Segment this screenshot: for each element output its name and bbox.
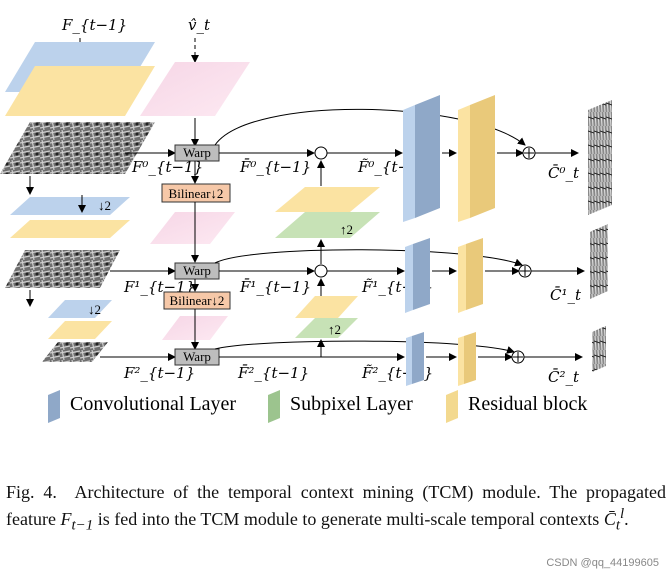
residual-block-l2	[464, 332, 476, 384]
caption-c-sup: l	[620, 506, 625, 522]
c-label-l2: C̄²_t	[548, 368, 580, 386]
conv-layer-l1	[413, 238, 430, 310]
feature-map-l1	[5, 250, 120, 288]
motion-plane-l1	[150, 212, 235, 244]
concat-node-l1	[314, 264, 328, 278]
feature-map-l2	[42, 342, 108, 362]
conv-layer-l2	[412, 332, 424, 384]
feature-plane-yellow	[5, 66, 155, 116]
bilinear-box-l1	[163, 291, 231, 310]
subpixel-layer-l2	[295, 318, 358, 338]
residual-block-l0	[470, 95, 495, 218]
warp-label-l2: Warp	[183, 349, 211, 364]
caption-f-sub: t−1	[71, 517, 94, 534]
legend-swatch-conv	[48, 390, 60, 423]
caption-label: Fig. 4.	[6, 482, 57, 502]
caption-text-2: is fed into the TCM module to generate m…	[93, 509, 604, 529]
caption-c-sub: t	[615, 517, 620, 534]
caption-c-symbol: C̄	[603, 509, 616, 529]
input-feature-label: F_{t−1}	[61, 16, 127, 34]
bilinear-label-l0: Bilinear↓2	[169, 186, 224, 201]
legend-swatch-subpixel	[268, 390, 280, 423]
legend: Convolutional Layer Subpixel Layer Resid…	[48, 390, 587, 423]
c-label-l0: C̄⁰_t	[548, 164, 580, 182]
caption-text-1: Architecture of the temporal context min…	[6, 482, 667, 529]
legend-label-subpixel: Subpixel Layer	[290, 393, 413, 415]
concat-node-l0	[314, 146, 328, 160]
warp-label-l1: Warp	[183, 263, 211, 278]
caption-f-symbol: F	[60, 509, 72, 529]
tcm-architecture-diagram: F_{t−1} v̂_t Warp F⁰_{t−1} F̄⁰_{t−1} F̃⁰…	[0, 16, 612, 423]
fbar-label-l1: F̄¹_{t−1}	[239, 278, 311, 296]
watermark: CSDN @qq_44199605	[546, 557, 659, 569]
fbar-label-l2: F̄²_{t−1}	[237, 364, 309, 382]
bilinear-box-l0	[161, 183, 231, 203]
c-label-l1: C̄¹_t	[550, 286, 582, 304]
fbar-label-l0: F̄⁰_{t−1}	[239, 158, 311, 176]
down2-label-l1: ↓2	[98, 198, 111, 213]
legend-label-residual: Residual block	[468, 393, 587, 415]
motion-plane-l0	[140, 62, 250, 116]
temporal-context-l1	[590, 224, 608, 299]
residual-block-l1	[466, 238, 483, 310]
conv-layer-l0	[415, 95, 440, 218]
warp-label-l0: Warp	[183, 145, 211, 160]
input-motion-label: v̂_t	[188, 16, 211, 34]
subpixel-layer-l1	[275, 212, 380, 238]
down2-label-l2: ↓2	[88, 302, 101, 317]
figure-caption: Fig. 4. Architecture of the temporal con…	[6, 481, 666, 537]
temporal-context-l2	[592, 326, 606, 372]
f-label-l0: F⁰_{t−1}	[131, 158, 203, 176]
legend-swatch-residual	[446, 390, 458, 423]
temporal-context-l0	[588, 100, 612, 215]
caption-text-3: .	[624, 509, 629, 529]
legend-label-conv: Convolutional Layer	[70, 393, 236, 415]
feature-map-l0	[0, 122, 155, 174]
f-label-l2: F²_{t−1}	[123, 364, 195, 382]
bilinear-label-l1: Bilinear↓2	[170, 293, 225, 308]
up2-label-l2: ↑2	[328, 322, 341, 337]
up2-label-l1: ↑2	[340, 222, 353, 237]
